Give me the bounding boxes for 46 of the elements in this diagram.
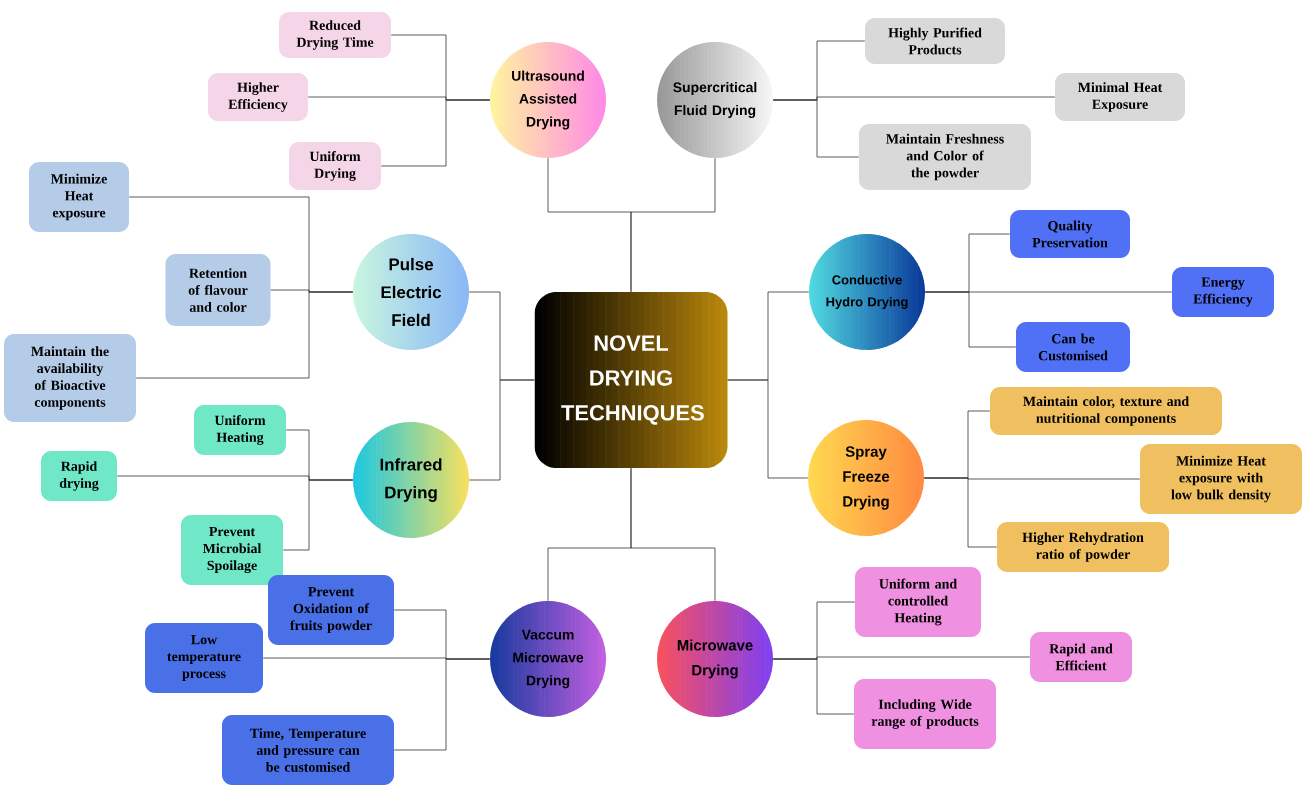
node-label: NOVEL DRYING TECHNIQUES	[561, 335, 704, 425]
benefit-box: Uniform Heating	[194, 405, 286, 455]
benefit-box: Retention of flavour and color	[165, 254, 271, 326]
connector-line	[630, 467, 716, 602]
connector-line	[923, 477, 998, 548]
connector-line	[924, 291, 1017, 348]
benefit-box: Higher Efficiency	[208, 73, 308, 121]
connector-line	[468, 379, 535, 481]
node-label: Conductive Hydro Drying	[826, 274, 908, 310]
connector-line	[380, 99, 491, 167]
benefit-box: Maintain color, texture and nutritional components	[990, 387, 1222, 435]
benefit-box: Minimal Heat Exposure	[1055, 73, 1185, 121]
title-box: NOVEL DRYING TECHNIQUES	[534, 292, 728, 468]
node-label: Supercritical Fluid Drying	[673, 82, 757, 118]
benefit-box: Low temperature process	[145, 623, 263, 693]
node-label: Infrared Drying	[380, 458, 442, 502]
connector-line	[282, 479, 354, 551]
node-label: Vaccum Microwave Drying	[513, 629, 584, 689]
connector-line	[772, 658, 855, 715]
benefit-box: Energy Efficiency	[1172, 267, 1274, 317]
node-label: Microwave Drying	[677, 639, 753, 679]
benefit-box: Reduced Drying Time	[279, 12, 391, 58]
node-label: Ultrasound Assisted Drying	[512, 70, 584, 130]
connector-line	[772, 99, 860, 158]
benefit-box: Maintain Freshness and Color of the powder	[859, 124, 1031, 190]
benefit-box: Minimize Heat exposure with low bulk density	[1140, 444, 1302, 514]
benefit-box: Higher Rehydration ratio of powder	[997, 522, 1169, 572]
benefit-box: Quality Preservation	[1010, 210, 1130, 258]
node-label: Spray Freeze Drying	[843, 446, 890, 510]
benefit-box: Uniform and controlled Heating	[855, 567, 981, 637]
benefit-box: Highly Purified Products	[865, 18, 1005, 64]
benefit-box: Maintain the availability of Bioactive components	[4, 334, 136, 422]
benefit-box: Rapid and Efficient	[1030, 632, 1132, 682]
benefit-box: Time, Temperature and pressure can be customised	[222, 715, 394, 785]
connector-line	[393, 658, 491, 751]
benefit-box: Including Wide range of products	[854, 679, 996, 749]
connector-line	[630, 157, 716, 293]
benefit-box: Rapid drying	[41, 451, 117, 501]
benefit-box: Prevent Microbial Spoilage	[181, 515, 283, 585]
connector-line	[727, 379, 809, 479]
connector-line	[135, 291, 354, 379]
node-label: Pulse Electric Field	[381, 257, 442, 327]
benefit-box: Can be Customised	[1016, 322, 1130, 372]
benefit-box: Prevent Oxidation of fruits powder	[268, 575, 394, 645]
benefit-box: Minimize Heat exposure	[29, 162, 129, 232]
benefit-box: Uniform Drying	[289, 142, 381, 190]
